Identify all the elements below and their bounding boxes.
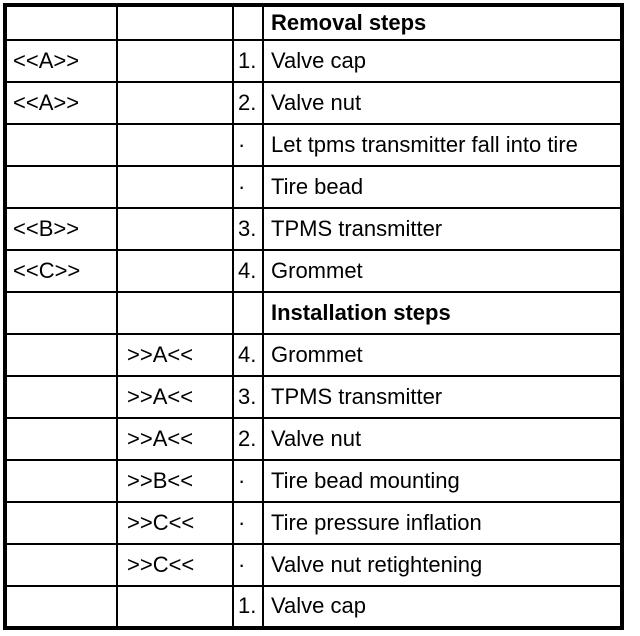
table-row: <<C>> 4. Grommet [4,249,623,293]
step-bullet-cell: · [232,501,264,545]
removal-marker-cell [4,501,118,545]
install-marker-cell [116,81,234,125]
table-row: >>B<< · Tire bead mounting [4,459,623,503]
removal-marker-cell [4,4,118,41]
step-description-cell: Valve cap [262,585,623,629]
table-row: >>C<< · Valve nut retightening [4,543,623,587]
step-description-cell: Tire bead mounting [262,459,623,503]
removal-marker-cell [4,459,118,503]
step-bullet-cell: · [232,165,264,209]
step-description-cell: Tire pressure inflation [262,501,623,545]
table-row: <<B>> 3. TPMS transmitter [4,207,623,251]
removal-marker-cell [4,291,118,335]
tpms-steps-table-body: Removal steps <<A>> 1. Valve cap <<A>> 2… [4,4,623,629]
step-bullet-cell: · [232,123,264,167]
step-number-cell: 4. [232,333,264,377]
step-bullet-cell: · [232,543,264,587]
table-row: >>C<< · Tire pressure inflation [4,501,623,545]
install-marker-cell: >>C<< [116,501,234,545]
step-number-cell: 2. [232,81,264,125]
table-row: 1. Valve cap [4,585,623,629]
section-header-removal: Removal steps [262,4,623,41]
install-marker-cell [116,291,234,335]
step-number-cell: 2. [232,417,264,461]
install-marker-cell: >>A<< [116,333,234,377]
removal-marker-cell: <<B>> [4,207,118,251]
removal-marker-cell [4,585,118,629]
section-header-installation: Installation steps [262,291,623,335]
table-row: >>A<< 2. Valve nut [4,417,623,461]
removal-marker-cell: <<A>> [4,81,118,125]
step-number-cell: 1. [232,39,264,83]
step-number-cell: 1. [232,585,264,629]
removal-marker-cell [4,417,118,461]
removal-marker-cell: <<A>> [4,39,118,83]
install-marker-cell [116,4,234,41]
install-marker-cell: >>A<< [116,417,234,461]
install-marker-cell [116,249,234,293]
removal-marker-cell [4,333,118,377]
install-marker-cell [116,585,234,629]
step-description-cell: Let tpms transmitter fall into tire [262,123,623,167]
removal-marker-cell [4,375,118,419]
install-marker-cell [116,165,234,209]
table-row: <<A>> 2. Valve nut [4,81,623,125]
step-description-cell: TPMS transmitter [262,207,623,251]
table-row: <<A>> 1. Valve cap [4,39,623,83]
table-row: >>A<< 3. TPMS transmitter [4,375,623,419]
step-description-cell: Valve cap [262,39,623,83]
step-number-cell [232,291,264,335]
step-number-cell: 3. [232,375,264,419]
step-description-cell: Valve nut [262,417,623,461]
step-number-cell: 3. [232,207,264,251]
install-marker-cell [116,123,234,167]
step-description-cell: Tire bead [262,165,623,209]
table-row: Removal steps [4,4,623,41]
step-description-cell: Valve nut retightening [262,543,623,587]
install-marker-cell [116,207,234,251]
table-row: Installation steps [4,291,623,335]
removal-marker-cell [4,165,118,209]
step-number-cell: 4. [232,249,264,293]
table-row: · Tire bead [4,165,623,209]
install-marker-cell: >>C<< [116,543,234,587]
step-description-cell: TPMS transmitter [262,375,623,419]
step-description-cell: Grommet [262,333,623,377]
step-description-cell: Grommet [262,249,623,293]
removal-marker-cell: <<C>> [4,249,118,293]
step-bullet-cell: · [232,459,264,503]
install-marker-cell: >>A<< [116,375,234,419]
step-description-cell: Valve nut [262,81,623,125]
table-row: · Let tpms transmitter fall into tire [4,123,623,167]
table-row: >>A<< 4. Grommet [4,333,623,377]
removal-marker-cell [4,123,118,167]
step-number-cell [232,4,264,41]
install-marker-cell [116,39,234,83]
removal-marker-cell [4,543,118,587]
install-marker-cell: >>B<< [116,459,234,503]
tpms-steps-table: Removal steps <<A>> 1. Valve cap <<A>> 2… [3,3,624,630]
